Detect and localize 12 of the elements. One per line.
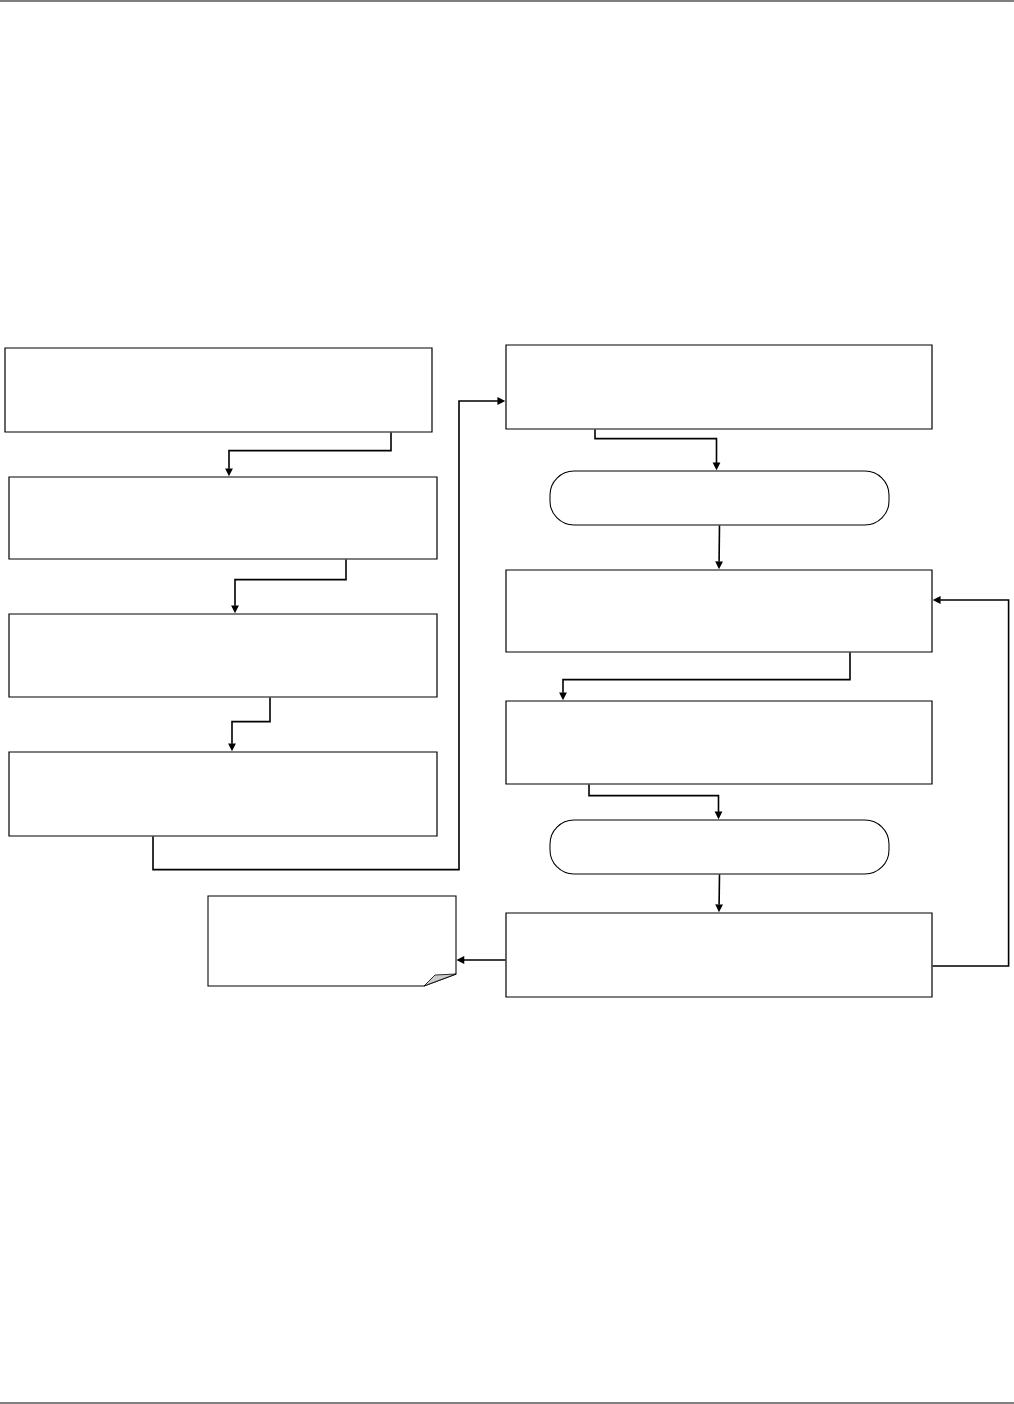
- note-box: [207, 895, 457, 987]
- process-box: [8, 613, 438, 698]
- process-box: [505, 344, 933, 430]
- rounded-box: [549, 819, 890, 875]
- process-box: [505, 700, 933, 785]
- process-box: [505, 912, 933, 998]
- process-box: [4, 347, 433, 433]
- process-box: [8, 751, 438, 837]
- process-box: [8, 476, 438, 560]
- rounded-box: [549, 470, 890, 526]
- process-box: [505, 569, 933, 653]
- arrow: [931, 596, 1010, 967]
